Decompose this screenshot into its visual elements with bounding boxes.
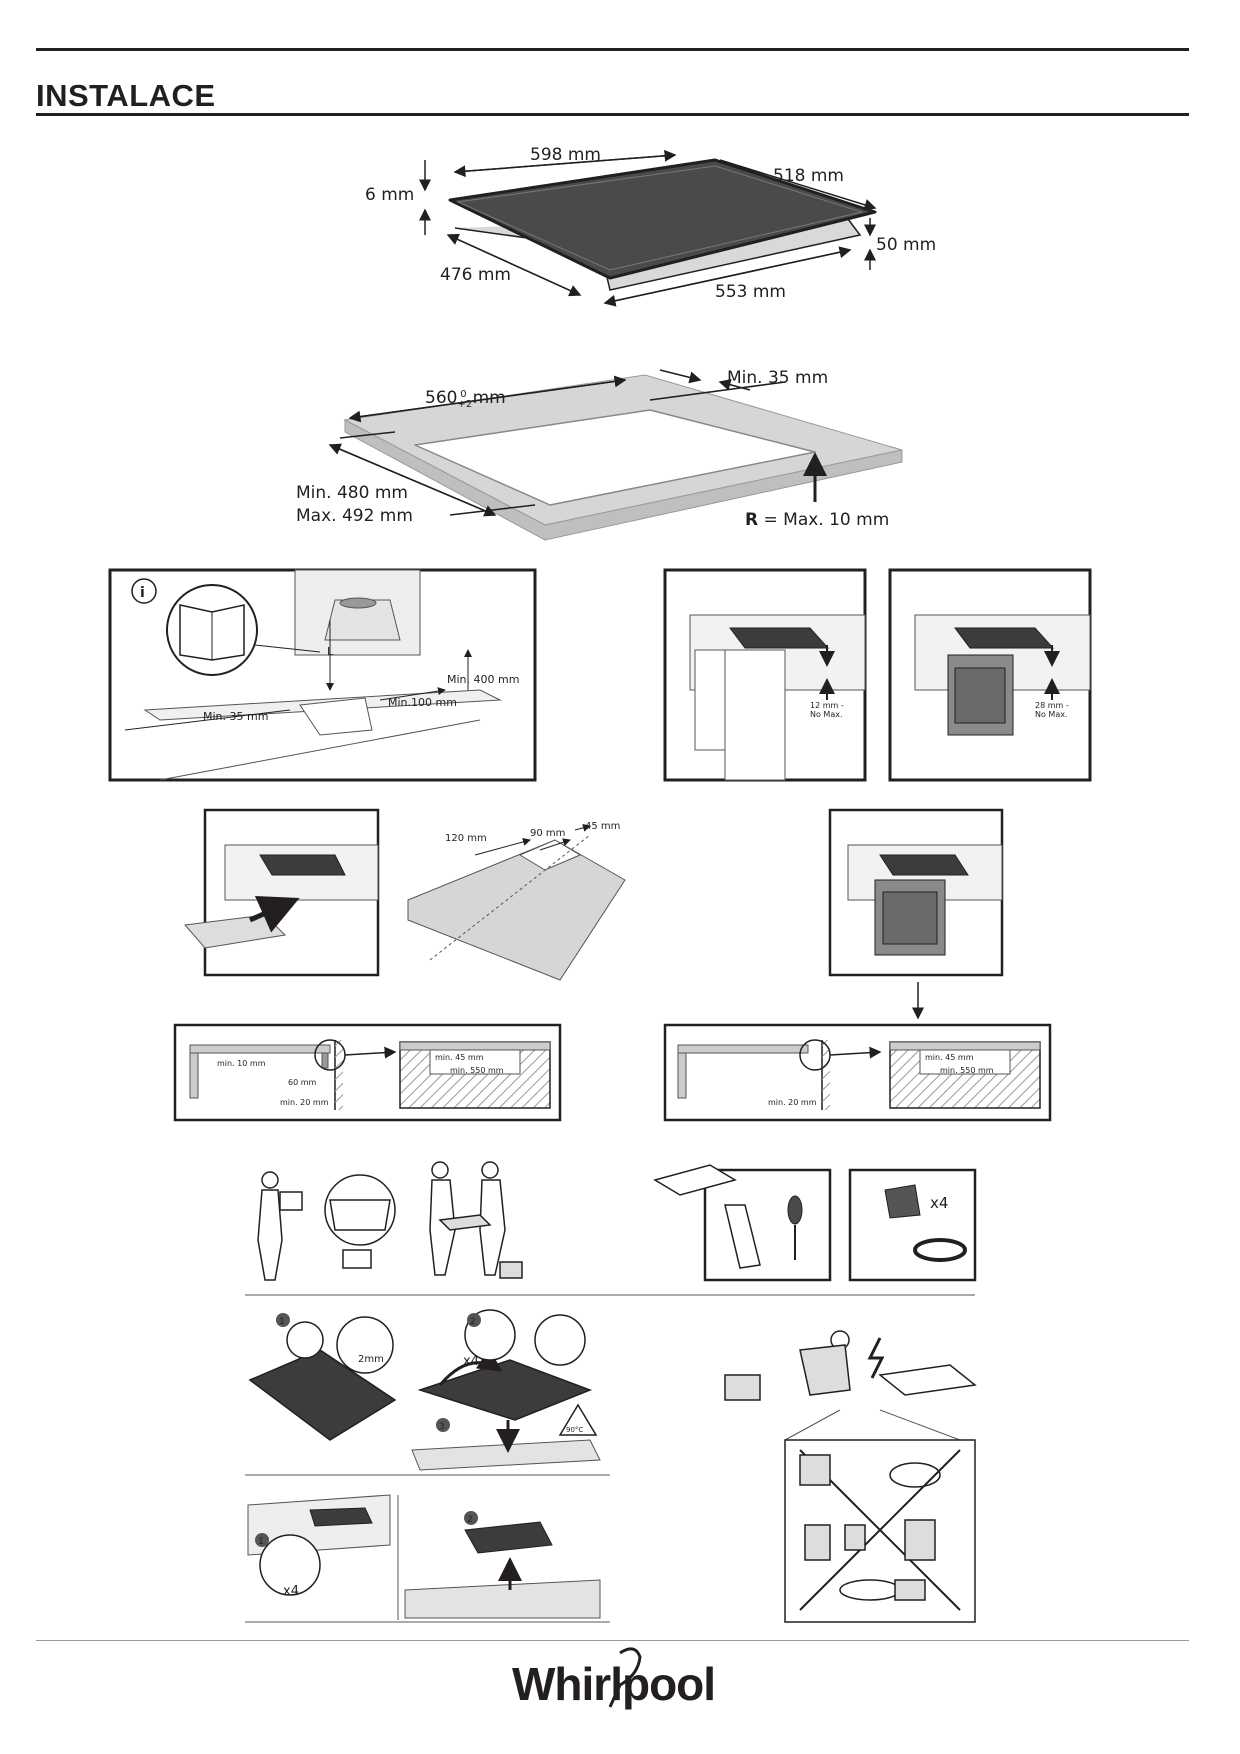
drawer-gap-max-label: No Max. [810, 710, 843, 719]
oven-gap-max-label: No Max. [1035, 710, 1068, 719]
hob-height-label: 50 mm [876, 235, 936, 255]
step-three-label: 3 [439, 1422, 445, 1432]
whirlpool-logo-text: Whirlpool [512, 1658, 716, 1710]
back-panel-figure: 120 mm 90 mm 45 mm [184, 808, 626, 981]
section-right-550-label: min. 550 mm [940, 1066, 994, 1075]
front-clearance-label: Min. 35 mm [203, 710, 268, 723]
cutout-radius-label: R = Max. 10 mm [745, 510, 889, 530]
panel-gap-45-label: 45 mm [585, 821, 620, 832]
step-one-label: 1 [279, 1317, 285, 1327]
drawer-gap-label: 12 mm - [810, 701, 844, 710]
step-gap-label: 2mm [358, 1354, 384, 1365]
cutout-depth-max-label: Max. 492 mm [296, 506, 413, 526]
section-left-figure: min. 10 mm 60 mm min. 20 mm min. 45 mm m… [173, 1023, 562, 1122]
step-remove-count-label: x4 [283, 1584, 299, 1599]
hood-clearance-figure: i L Min. 400 mm Min.100 mm Min. 35 mm [108, 568, 537, 782]
section-left-45-label: min. 45 mm [435, 1053, 484, 1062]
kit-count-label: x4 [930, 1194, 948, 1212]
section-left-60-label: 60 mm [288, 1078, 317, 1087]
step-two-label: 2 [470, 1317, 476, 1327]
oven-gap-label: 28 mm - [1035, 701, 1069, 710]
panel-gap-90-label: 90 mm [530, 828, 565, 839]
oven-below-figure: 28 mm - No Max. [888, 568, 1092, 782]
whirlpool-logo: Whirlpool [500, 1645, 740, 1715]
top-rule [36, 48, 1189, 51]
cutout-min-edge-label: Min. 35 mm [727, 368, 828, 388]
tools-figure: x4 [653, 1164, 977, 1282]
bottom-rule [36, 1640, 1189, 1641]
cutout-depth-min-label: Min. 480 mm [296, 483, 408, 503]
section-left-20-label: min. 20 mm [280, 1098, 329, 1107]
page-title: INSTALACE [36, 78, 216, 113]
wall-side-clearance-label: Min. 400 mm [447, 673, 519, 686]
section-left-10-label: min. 10 mm [217, 1059, 266, 1068]
mounting-steps-figure: 1 2mm 2 x4 3 90°C 1 x4 2 [245, 1309, 610, 1623]
step-angle-label: 90°C [566, 1426, 583, 1434]
back-clearance-label: Min.100 mm [388, 696, 457, 709]
electrician-figure [724, 1330, 977, 1623]
hood-distance-label: L [327, 645, 334, 658]
step-remove-one-label: 1 [258, 1537, 264, 1547]
section-right-figure: min. 20 mm min. 45 mm min. 550 mm [663, 1023, 1052, 1122]
info-icon: i [140, 585, 145, 601]
hob-width-label: 598 mm [530, 145, 601, 165]
section-right-20-label: min. 20 mm [768, 1098, 817, 1107]
title-underline [36, 113, 1189, 116]
step-count-label: x4 [463, 1354, 479, 1369]
oven-hob-figure [828, 808, 1004, 1020]
drawer-below-figure: 12 mm - No Max. [663, 568, 867, 782]
read-manual-people-figure [257, 1161, 523, 1281]
hob-thickness-label: 6 mm [365, 185, 414, 205]
section-left-550-label: min. 550 mm [450, 1066, 504, 1075]
section-right-45-label: min. 45 mm [925, 1053, 974, 1062]
step-remove-two-label: 2 [467, 1515, 473, 1525]
hob-depth-label: 518 mm [773, 166, 844, 186]
hob-dimensions-figure: 598 mm 518 mm 6 mm 50 mm 476 mm 553 mm [365, 145, 936, 307]
hob-body-width-label: 553 mm [715, 282, 786, 302]
panel-gap-120-label: 120 mm [445, 833, 487, 844]
hob-body-depth-label: 476 mm [440, 265, 511, 285]
